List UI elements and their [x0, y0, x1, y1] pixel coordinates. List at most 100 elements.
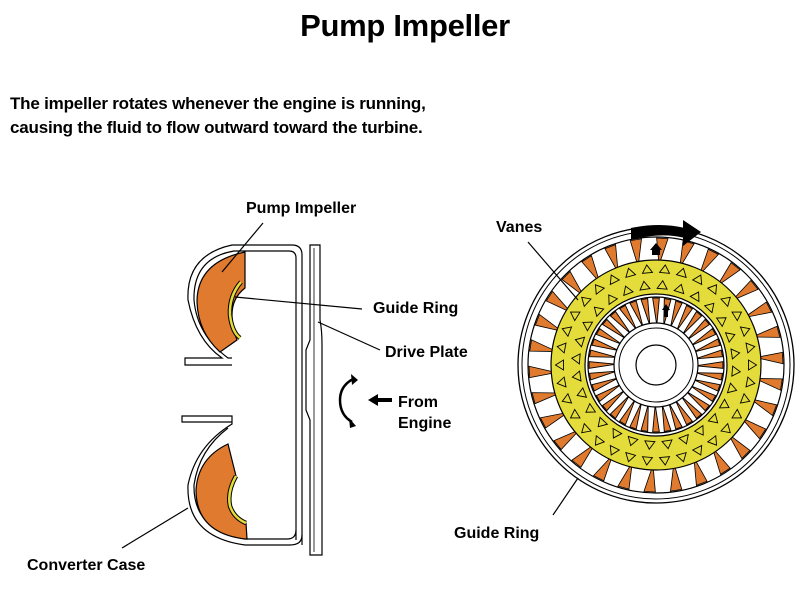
label-from: From — [398, 394, 438, 411]
guide-ring-marker — [673, 283, 685, 295]
guide-ring-marker — [641, 456, 654, 466]
guide-ring-marker — [706, 284, 718, 296]
label-guide-ring-side: Guide Ring — [373, 300, 459, 317]
outer-vane — [679, 240, 695, 269]
guide-ring-marker — [608, 294, 619, 306]
inner-vane — [601, 318, 627, 340]
inner-vane — [629, 300, 644, 328]
outer-vane — [534, 313, 563, 332]
rotation-arrow-icon — [338, 374, 358, 428]
guide-ring-marker — [623, 285, 635, 297]
inner-vane — [686, 318, 711, 341]
guide-ring-marker — [571, 370, 582, 382]
front-view — [517, 226, 795, 504]
outer-vane — [670, 463, 683, 492]
guide-ring-marker — [726, 382, 738, 394]
outer-vane — [531, 392, 561, 405]
inner-vane — [640, 297, 651, 326]
converter-case-bottom — [181, 415, 303, 546]
inner-vane — [618, 304, 638, 331]
drive-plate — [305, 244, 323, 556]
inner-vane — [695, 349, 724, 360]
guide-ring-marker — [612, 427, 623, 439]
guide-ring-marker — [570, 353, 581, 365]
guide-ring-marker — [593, 306, 605, 318]
rotation-direction-arrow-icon — [631, 220, 701, 246]
guide-ring-marker — [745, 376, 756, 388]
label-vanes: Vanes — [496, 219, 543, 236]
outer-vane — [617, 461, 633, 490]
guide-ring-marker — [627, 435, 639, 447]
outer-vane — [528, 365, 557, 379]
input-arrow-icon — [368, 394, 392, 406]
outer-vane — [643, 464, 656, 493]
description: The impeller rotates whenever the engine… — [10, 92, 426, 140]
outer-vane — [751, 325, 781, 338]
outer-vane — [711, 447, 731, 475]
guide-ring-marker — [594, 434, 606, 446]
leader-drive-plate — [317, 321, 381, 351]
leader-vanes — [527, 241, 579, 301]
outer-vane — [581, 255, 601, 283]
inner-vane — [669, 300, 683, 328]
guide-ring-inner-edge — [584, 293, 728, 437]
outer-vane — [754, 378, 783, 391]
hub-ring-outer — [613, 322, 699, 408]
inner-vane — [661, 404, 672, 433]
leader-guide-ring — [234, 296, 363, 310]
inner-vane — [618, 398, 636, 426]
outer-vane-ring — [527, 236, 785, 494]
outer-vane — [553, 429, 581, 451]
hub-ring-middle — [618, 327, 694, 403]
guide-ring-band — [551, 260, 761, 470]
guide-ring-marker — [561, 326, 573, 338]
label-from-engine: From Engine — [398, 392, 451, 434]
inner-vane — [693, 378, 721, 392]
inner-vane — [588, 370, 617, 381]
guide-ring-marker — [675, 451, 687, 463]
guide-ring-marker — [720, 422, 731, 434]
guide-ring-outer-edge — [550, 259, 762, 471]
guide-ring-marker — [658, 264, 671, 274]
guide-ring-marker — [739, 392, 751, 404]
outer-vane — [539, 411, 569, 429]
label-converter-case: Converter Case — [27, 557, 146, 574]
inner-vane — [652, 404, 660, 433]
guide-ring-marker — [639, 280, 651, 291]
inner-vane — [685, 390, 711, 412]
guide-ring-marker — [720, 296, 731, 308]
guide-ring-marker — [656, 279, 668, 290]
guide-ring-marker — [594, 284, 606, 296]
inner-vane — [680, 395, 703, 420]
outer-vane — [716, 262, 741, 287]
inner-vane — [591, 377, 619, 392]
label-drive-plate: Drive Plate — [385, 344, 468, 361]
guide-ring-marker — [715, 317, 727, 328]
inner-vane — [595, 383, 622, 403]
guide-ring-marker — [641, 264, 654, 274]
inner-vane — [591, 338, 619, 352]
guide-ring-marker — [739, 326, 751, 338]
guide-ring-marker — [561, 392, 573, 404]
inner-vane — [640, 404, 649, 433]
guide-ring-marker — [625, 451, 637, 463]
label-engine: Engine — [398, 415, 452, 432]
guide-ring-marker — [569, 311, 581, 322]
guide-ring-marker — [675, 267, 687, 279]
converter-case-top — [184, 244, 303, 545]
inner-vane — [676, 304, 694, 332]
guide-ring-marker — [706, 434, 718, 446]
outer-vane — [561, 270, 585, 297]
guide-ring-marker — [609, 444, 621, 456]
outer-vane — [699, 248, 720, 276]
guide-ring-marker — [556, 376, 567, 388]
outer-vane — [727, 433, 751, 460]
inner-vane — [588, 361, 617, 369]
guide-ring-marker — [574, 336, 586, 348]
inner-vane — [588, 349, 617, 358]
guide-ring-marker — [731, 365, 742, 377]
label-pump-impeller: Pump Impeller — [246, 200, 357, 217]
inner-vane — [595, 327, 623, 345]
description-line-1: The impeller rotates whenever the engine… — [10, 94, 426, 113]
